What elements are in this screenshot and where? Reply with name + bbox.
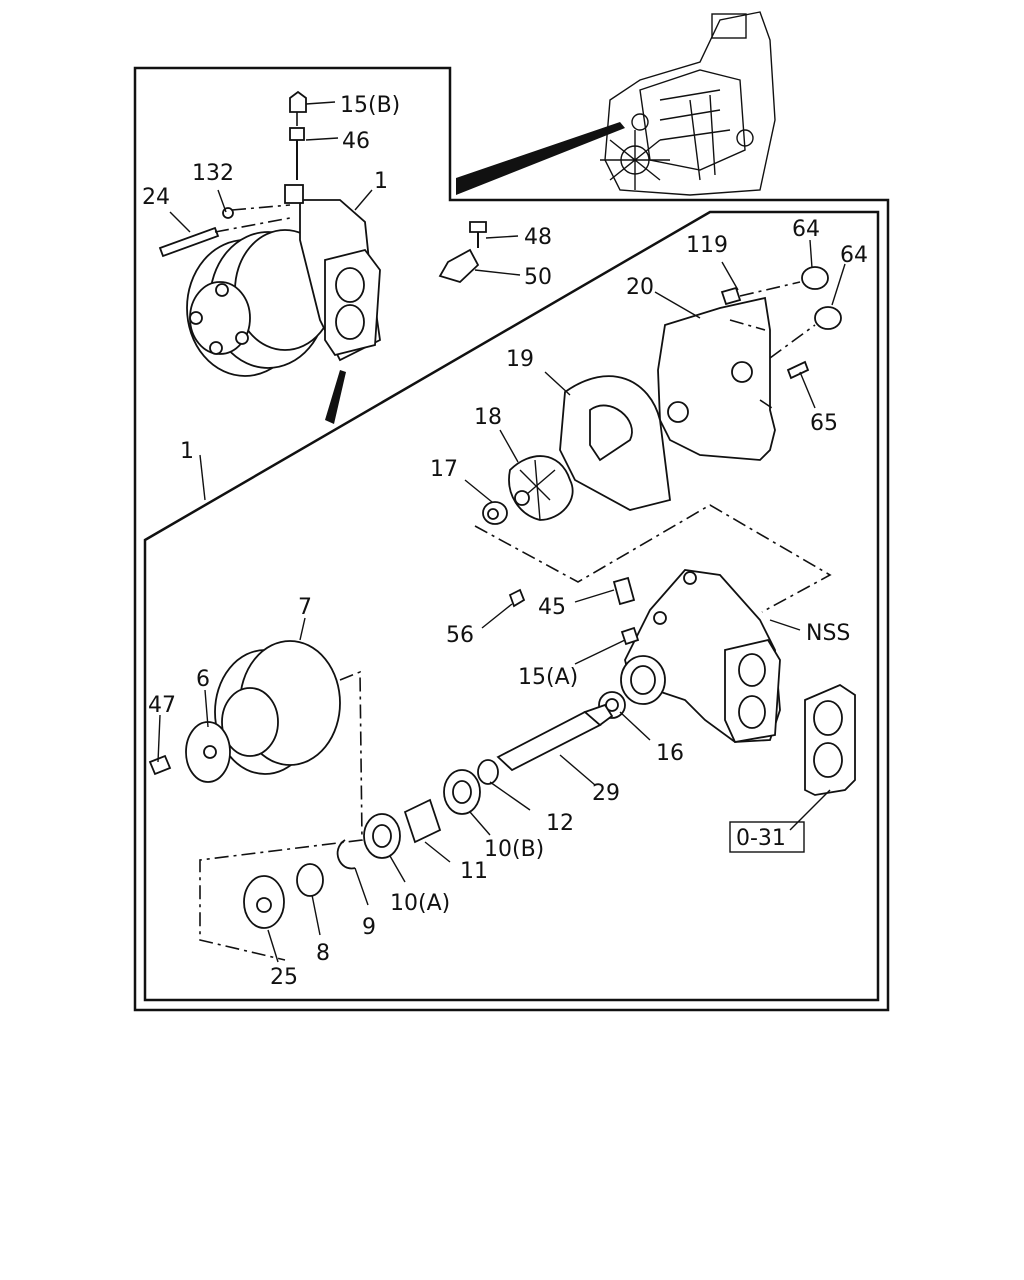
flange-gasket [804,683,856,796]
callout-45: 45 [538,595,566,620]
callout-15b: 15(B) [340,93,400,118]
callout-29: 29 [592,781,620,806]
callout-10a: 10(A) [390,891,450,916]
ref-label: 0-31 [736,826,786,851]
callout-25: 25 [270,965,298,990]
callout-16: 16 [656,741,684,766]
callout-1-mid: 1 [180,439,194,464]
seal-group-bracket [474,504,832,613]
shaft-and-bearings [243,703,614,929]
callout-65: 65 [810,411,838,436]
clip-and-bolt [438,221,487,284]
callout-64b: 64 [840,243,868,268]
callout-9: 9 [362,915,376,940]
callout-24: 24 [142,185,170,210]
callout-7: 7 [298,595,312,620]
pump-assembly [158,90,381,424]
engine-thumbnail [456,11,776,196]
callout-19: 19 [506,347,534,372]
callout-46: 46 [342,129,370,154]
callout-nss: NSS [806,621,850,646]
callout-119: 119 [686,233,728,258]
gasket [559,375,671,511]
callout-10b: 10(B) [484,837,544,862]
callout-18: 18 [474,405,502,430]
callout-12: 12 [546,811,574,836]
callout-47: 47 [148,693,176,718]
callout-11: 11 [460,859,488,884]
callout-15a: 15(A) [518,665,578,690]
callout-8: 8 [316,941,330,966]
callout-56: 56 [446,623,474,648]
pulley [148,640,363,961]
callout-20: 20 [626,275,654,300]
callout-6: 6 [196,667,210,692]
callout-48: 48 [524,225,552,250]
outer-frame [133,66,890,1012]
callout-132: 132 [192,161,234,186]
callout-17: 17 [430,457,458,482]
callout-50: 50 [524,265,552,290]
cover-plate [657,266,842,461]
impeller [482,455,574,525]
callout-1-top: 1 [374,169,388,194]
callout-labels: 15(B) 46 132 24 1 48 50 119 64 64 20 19 … [142,93,868,990]
callout-64a: 64 [792,217,820,242]
leader-lines [157,101,846,963]
ref-box [729,821,805,853]
small-fittings [508,576,640,719]
pump-body [620,569,781,744]
